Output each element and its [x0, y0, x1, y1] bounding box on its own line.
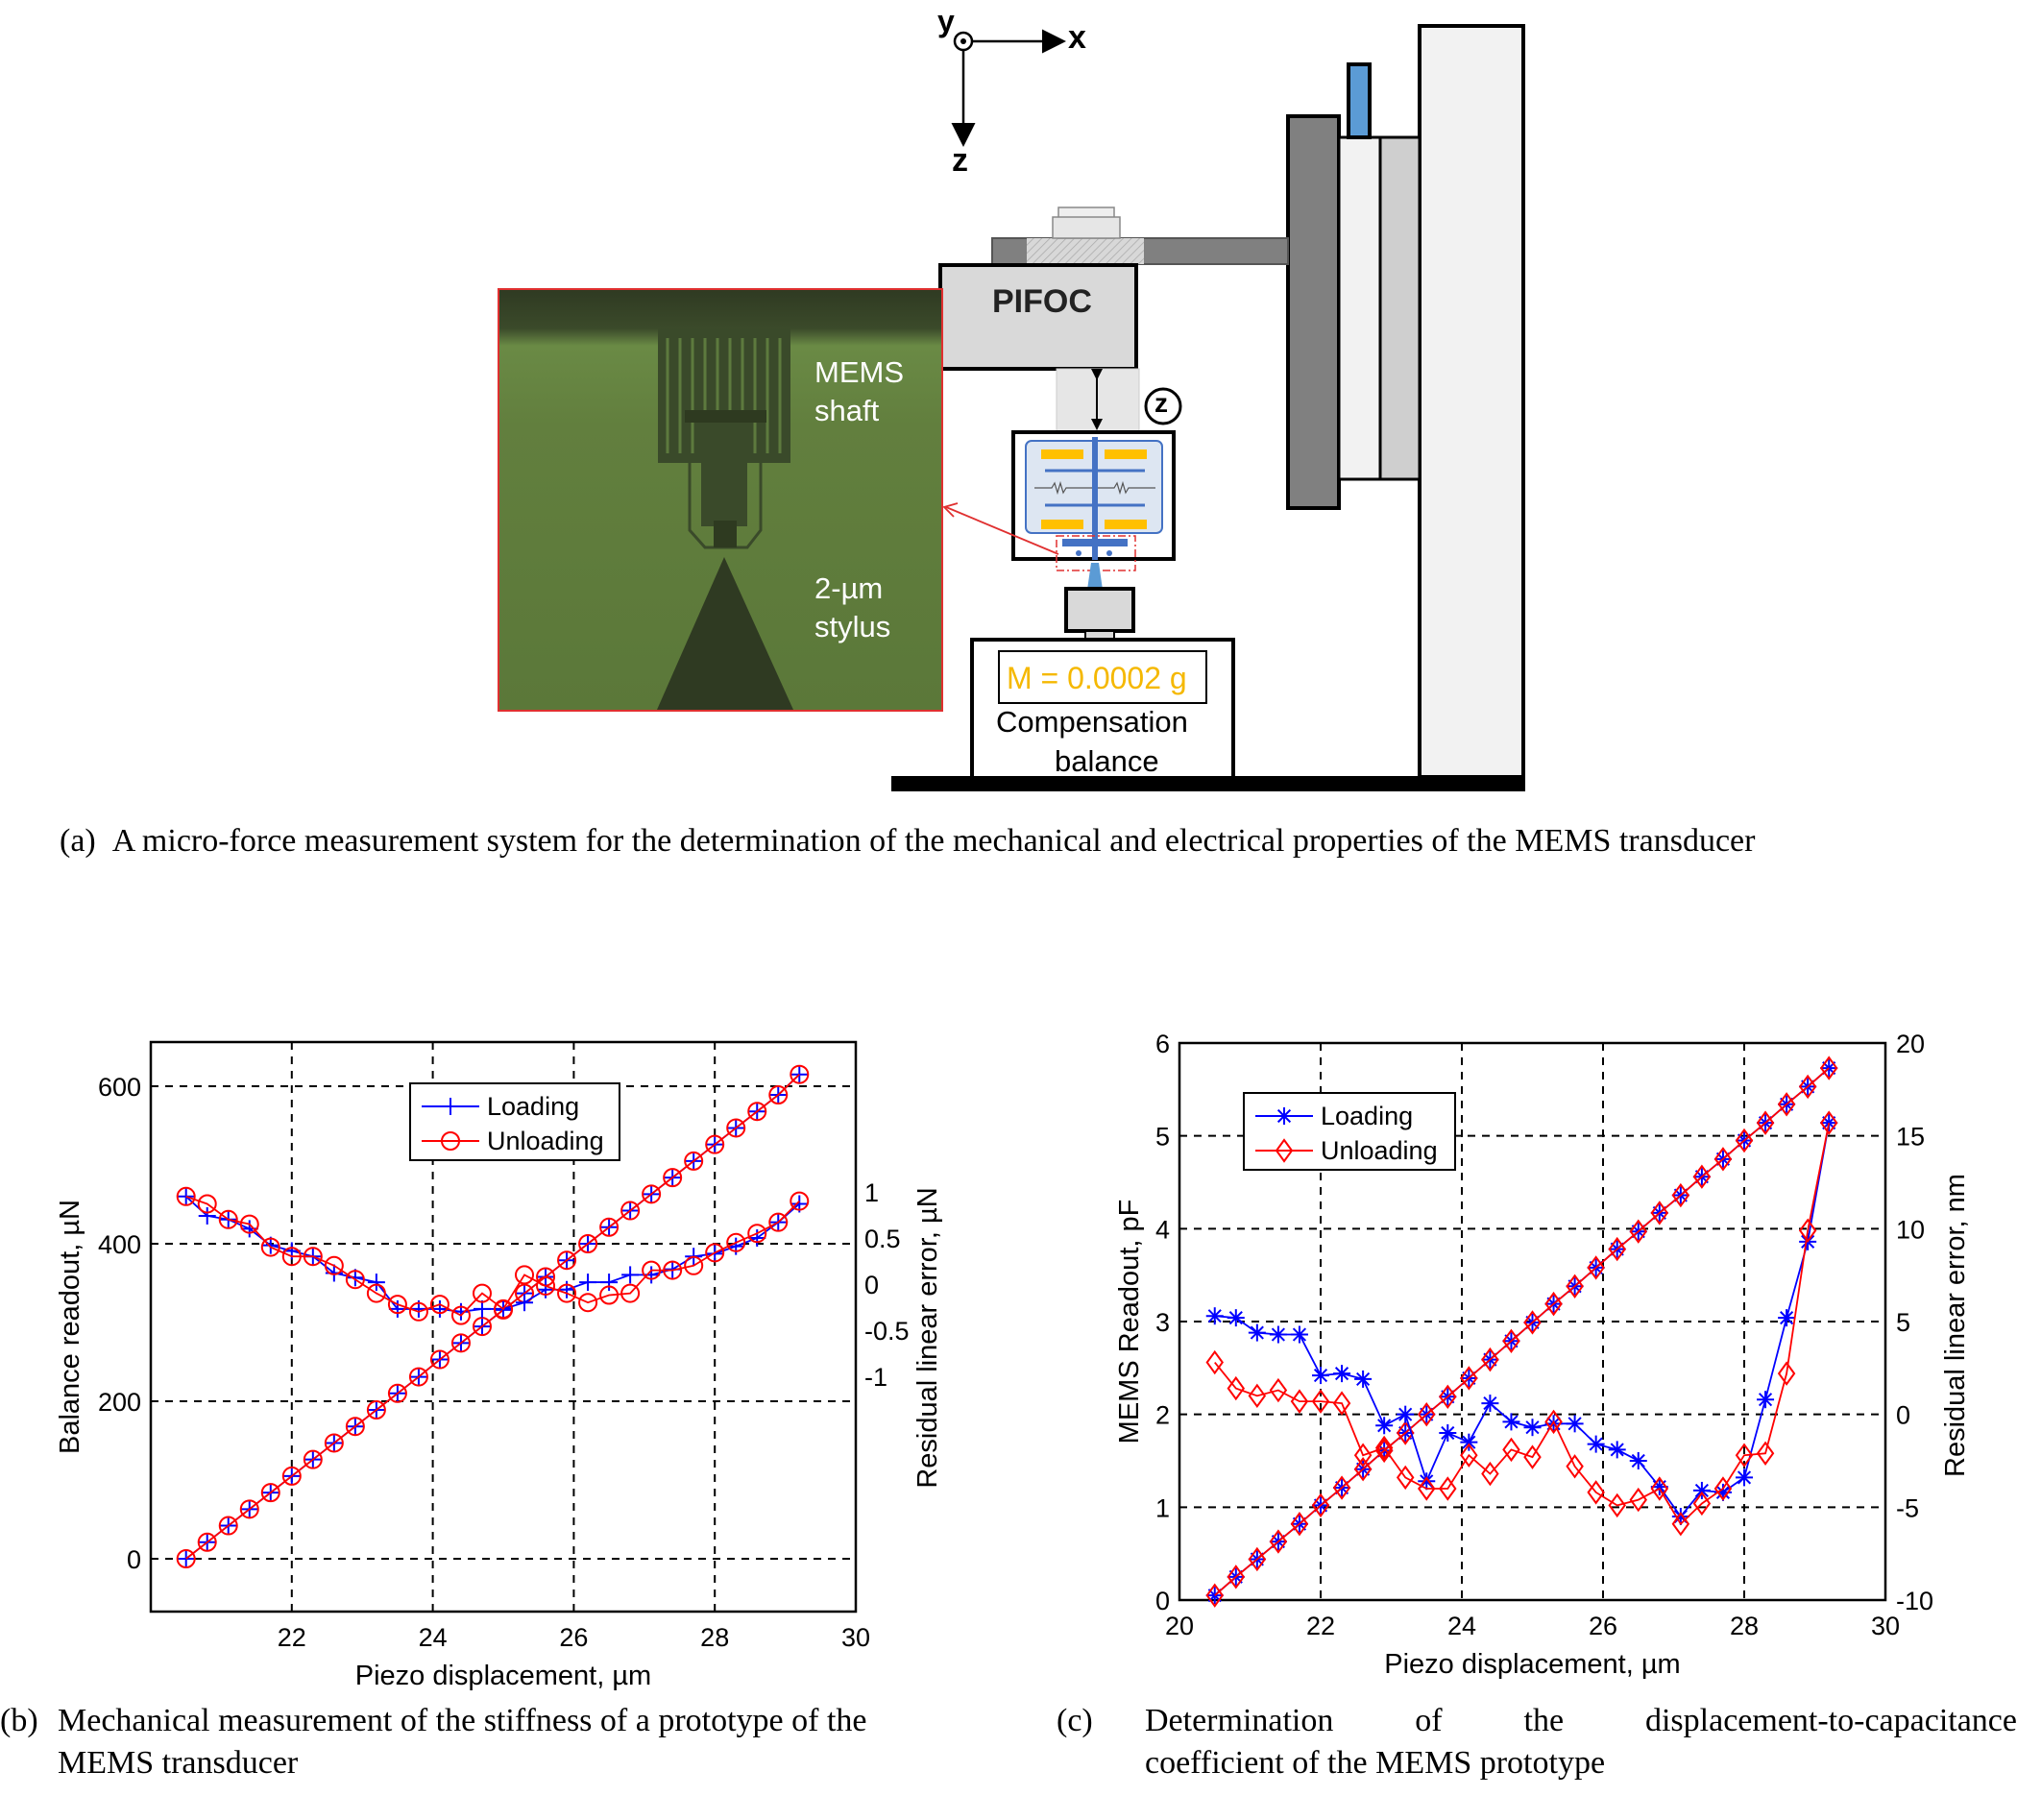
y-right-tick-label: -10	[1896, 1587, 1933, 1615]
y-right-tick-label: 0	[864, 1271, 879, 1299]
caption-c-word: of	[1415, 1703, 1443, 1738]
pifoc-label: PIFOC	[992, 283, 1092, 320]
y-right-tick-label: 5	[1896, 1308, 1910, 1337]
legend-entry: Loading	[487, 1092, 579, 1121]
y-right-axis-label: Residual linear error, µN	[912, 1187, 943, 1488]
micrograph-label-stylus: stylus	[814, 610, 891, 643]
x-tick-label: 24	[1447, 1612, 1476, 1640]
legend-entry: Loading	[1321, 1102, 1413, 1130]
y-right-axis-label: Residual linear error, nm	[1940, 1174, 1971, 1477]
balance-label-line1: Compensation	[996, 705, 1188, 739]
y-right-tick-label: -5	[1896, 1493, 1919, 1522]
y-right-tick-label: -1	[864, 1363, 887, 1392]
y-tick-label: 0	[1155, 1587, 1170, 1615]
figure-a: y x z PIFOC z M = 0.0002 g Compensation …	[0, 0, 2017, 864]
y-tick-label: 200	[98, 1388, 141, 1417]
x-tick-label: 22	[278, 1623, 306, 1652]
y-axis-label: Balance readout, µN	[55, 1200, 85, 1454]
axis-label-z: z	[952, 142, 968, 179]
x-tick-label: 28	[1730, 1612, 1759, 1640]
plot-frame	[1178, 1041, 1887, 1602]
data-series	[176, 1186, 810, 1325]
y-right-tick-label: 20	[1896, 1030, 1925, 1058]
y-axis-label: MEMS Readout, pF	[1114, 1200, 1145, 1444]
coordinate-axes-icon	[951, 29, 1066, 147]
y-tick-label: 6	[1155, 1030, 1170, 1058]
y-right-tick-label: 0	[1896, 1401, 1910, 1430]
caption-c-word: displacement-to-capacitance	[1644, 1703, 2017, 1738]
y-right-tick-label: 1	[864, 1178, 879, 1207]
x-tick-label: 28	[700, 1623, 729, 1652]
micrograph-label-shaft: shaft	[814, 394, 880, 427]
caption-c-word: the	[1523, 1703, 1565, 1738]
balance-label-line2: balance	[1055, 744, 1159, 778]
y-right-tick-label: 10	[1896, 1215, 1925, 1244]
y-tick-label: 4	[1155, 1215, 1170, 1244]
plot-frame	[149, 1040, 858, 1614]
micrograph-label-mems: MEMS	[814, 355, 904, 389]
x-tick-label: 22	[1306, 1612, 1335, 1640]
micrograph-label-size: 2-µm	[814, 571, 884, 605]
y-tick-label: 1	[1155, 1493, 1170, 1522]
balance-display: M = 0.0002 g	[1007, 661, 1187, 695]
y-tick-label: 0	[127, 1545, 141, 1574]
x-axis-label: Piezo displacement, µm	[355, 1661, 651, 1690]
z-axis-badge-icon	[1144, 387, 1182, 425]
caption-c-line1: Determination of the displacement-to-cap…	[1145, 1700, 2017, 1742]
caption-c-line2: coefficient of the MEMS prototype	[1145, 1745, 1606, 1781]
setup-diagram	[891, 24, 1525, 791]
x-tick-label: 26	[559, 1623, 588, 1652]
x-tick-label: 24	[419, 1623, 448, 1652]
y-right-tick-label: 0.5	[864, 1225, 901, 1253]
data-series	[1205, 1110, 1838, 1537]
caption-c-letter: (c)	[1057, 1703, 1093, 1738]
z-badge-label: z	[1154, 388, 1168, 418]
caption-b-line2: MEMS transducer	[58, 1745, 299, 1781]
y-tick-label: 5	[1155, 1123, 1170, 1152]
data-series	[176, 1064, 810, 1568]
y-tick-label: 600	[98, 1073, 141, 1102]
y-tick-label: 3	[1155, 1308, 1170, 1337]
axis-label-x: x	[1068, 19, 1086, 56]
y-right-tick-label: -0.5	[864, 1317, 910, 1346]
caption-b-letter: (b)	[0, 1703, 38, 1738]
caption-a-letter: (a)	[60, 823, 96, 859]
axis-label-y: y	[937, 4, 955, 38]
caption-b-line1: Mechanical measurement of the stiffness …	[58, 1703, 867, 1738]
legend-entry: Unloading	[1321, 1136, 1438, 1165]
y-right-tick-label: 15	[1896, 1123, 1925, 1152]
caption-a-text: A micro-force measurement system for the…	[111, 823, 1756, 859]
y-tick-label: 400	[98, 1230, 141, 1259]
caption-c-word: Determination	[1145, 1703, 1334, 1738]
caption-a: (a) A micro-force measurement system for…	[60, 820, 1755, 862]
x-axis-label: Piezo displacement, µm	[1384, 1649, 1680, 1680]
x-tick-label: 30	[1871, 1612, 1900, 1640]
legend-entry: Unloading	[487, 1127, 604, 1155]
x-tick-label: 20	[1165, 1612, 1194, 1640]
x-tick-label: 26	[1589, 1612, 1617, 1640]
mems-micrograph: MEMS shaft 2-µm stylus	[498, 288, 943, 712]
y-tick-label: 2	[1155, 1401, 1170, 1430]
x-tick-label: 30	[841, 1623, 870, 1652]
data-series	[1205, 1056, 1838, 1608]
